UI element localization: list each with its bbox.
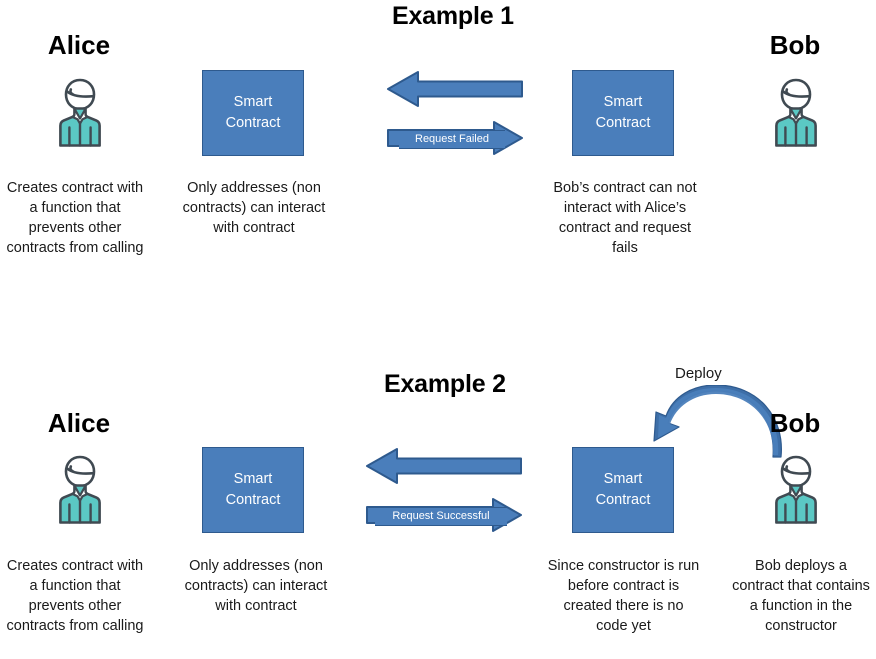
person-icon <box>58 76 102 148</box>
caption-bob-2: Bob deploys a contract that contains a f… <box>732 558 870 634</box>
actor-name-alice-1: Alice <box>47 30 111 60</box>
actor-name-alice-2: Alice <box>47 408 111 438</box>
deploy-label: Deploy <box>675 365 722 382</box>
curved-arrow-down-left-icon <box>648 384 784 459</box>
caption-alice-1: Creates contract with a function that pr… <box>6 180 144 256</box>
caption-contract-bob-2: Since constructor is run before contract… <box>547 558 700 634</box>
smart-contract-line2: Contract <box>225 115 281 131</box>
actor-name-bob-2: Bob <box>769 408 821 438</box>
caption-contract-alice-1: Only addresses (non contracts) can inter… <box>182 180 326 236</box>
arrow-left-icon <box>386 68 524 110</box>
smart-contract-box-bob-1[interactable]: Smart Contract <box>572 70 674 156</box>
arrow-label-request-successful: Request Successful <box>375 507 507 526</box>
smart-contract-line2: Contract <box>595 115 651 131</box>
smart-contract-box-bob-2[interactable]: Smart Contract <box>572 447 674 533</box>
caption-contract-alice-2: Only addresses (non contracts) can inter… <box>184 558 328 614</box>
smart-contract-box-alice-1[interactable]: Smart Contract <box>202 70 304 156</box>
smart-contract-line1: Smart <box>233 471 273 487</box>
caption-contract-bob-1: Bob’s contract can not interact with Ali… <box>553 180 697 256</box>
arrow-left-icon <box>365 445 523 487</box>
smart-contract-line1: Smart <box>603 471 643 487</box>
person-icon <box>774 453 818 525</box>
smart-contract-box-alice-2[interactable]: Smart Contract <box>202 447 304 533</box>
person-icon <box>58 453 102 525</box>
caption-alice-2: Creates contract with a function that pr… <box>6 558 144 634</box>
actor-name-bob-1: Bob <box>769 30 821 60</box>
smart-contract-line1: Smart <box>233 94 273 110</box>
smart-contract-line1: Smart <box>603 94 643 110</box>
smart-contract-line2: Contract <box>595 492 651 508</box>
smart-contract-line2: Contract <box>225 492 281 508</box>
example-2-title: Example 2 <box>384 370 506 398</box>
arrow-label-request-failed: Request Failed <box>399 130 505 149</box>
example-1-title: Example 1 <box>392 2 514 30</box>
person-icon <box>774 76 818 148</box>
